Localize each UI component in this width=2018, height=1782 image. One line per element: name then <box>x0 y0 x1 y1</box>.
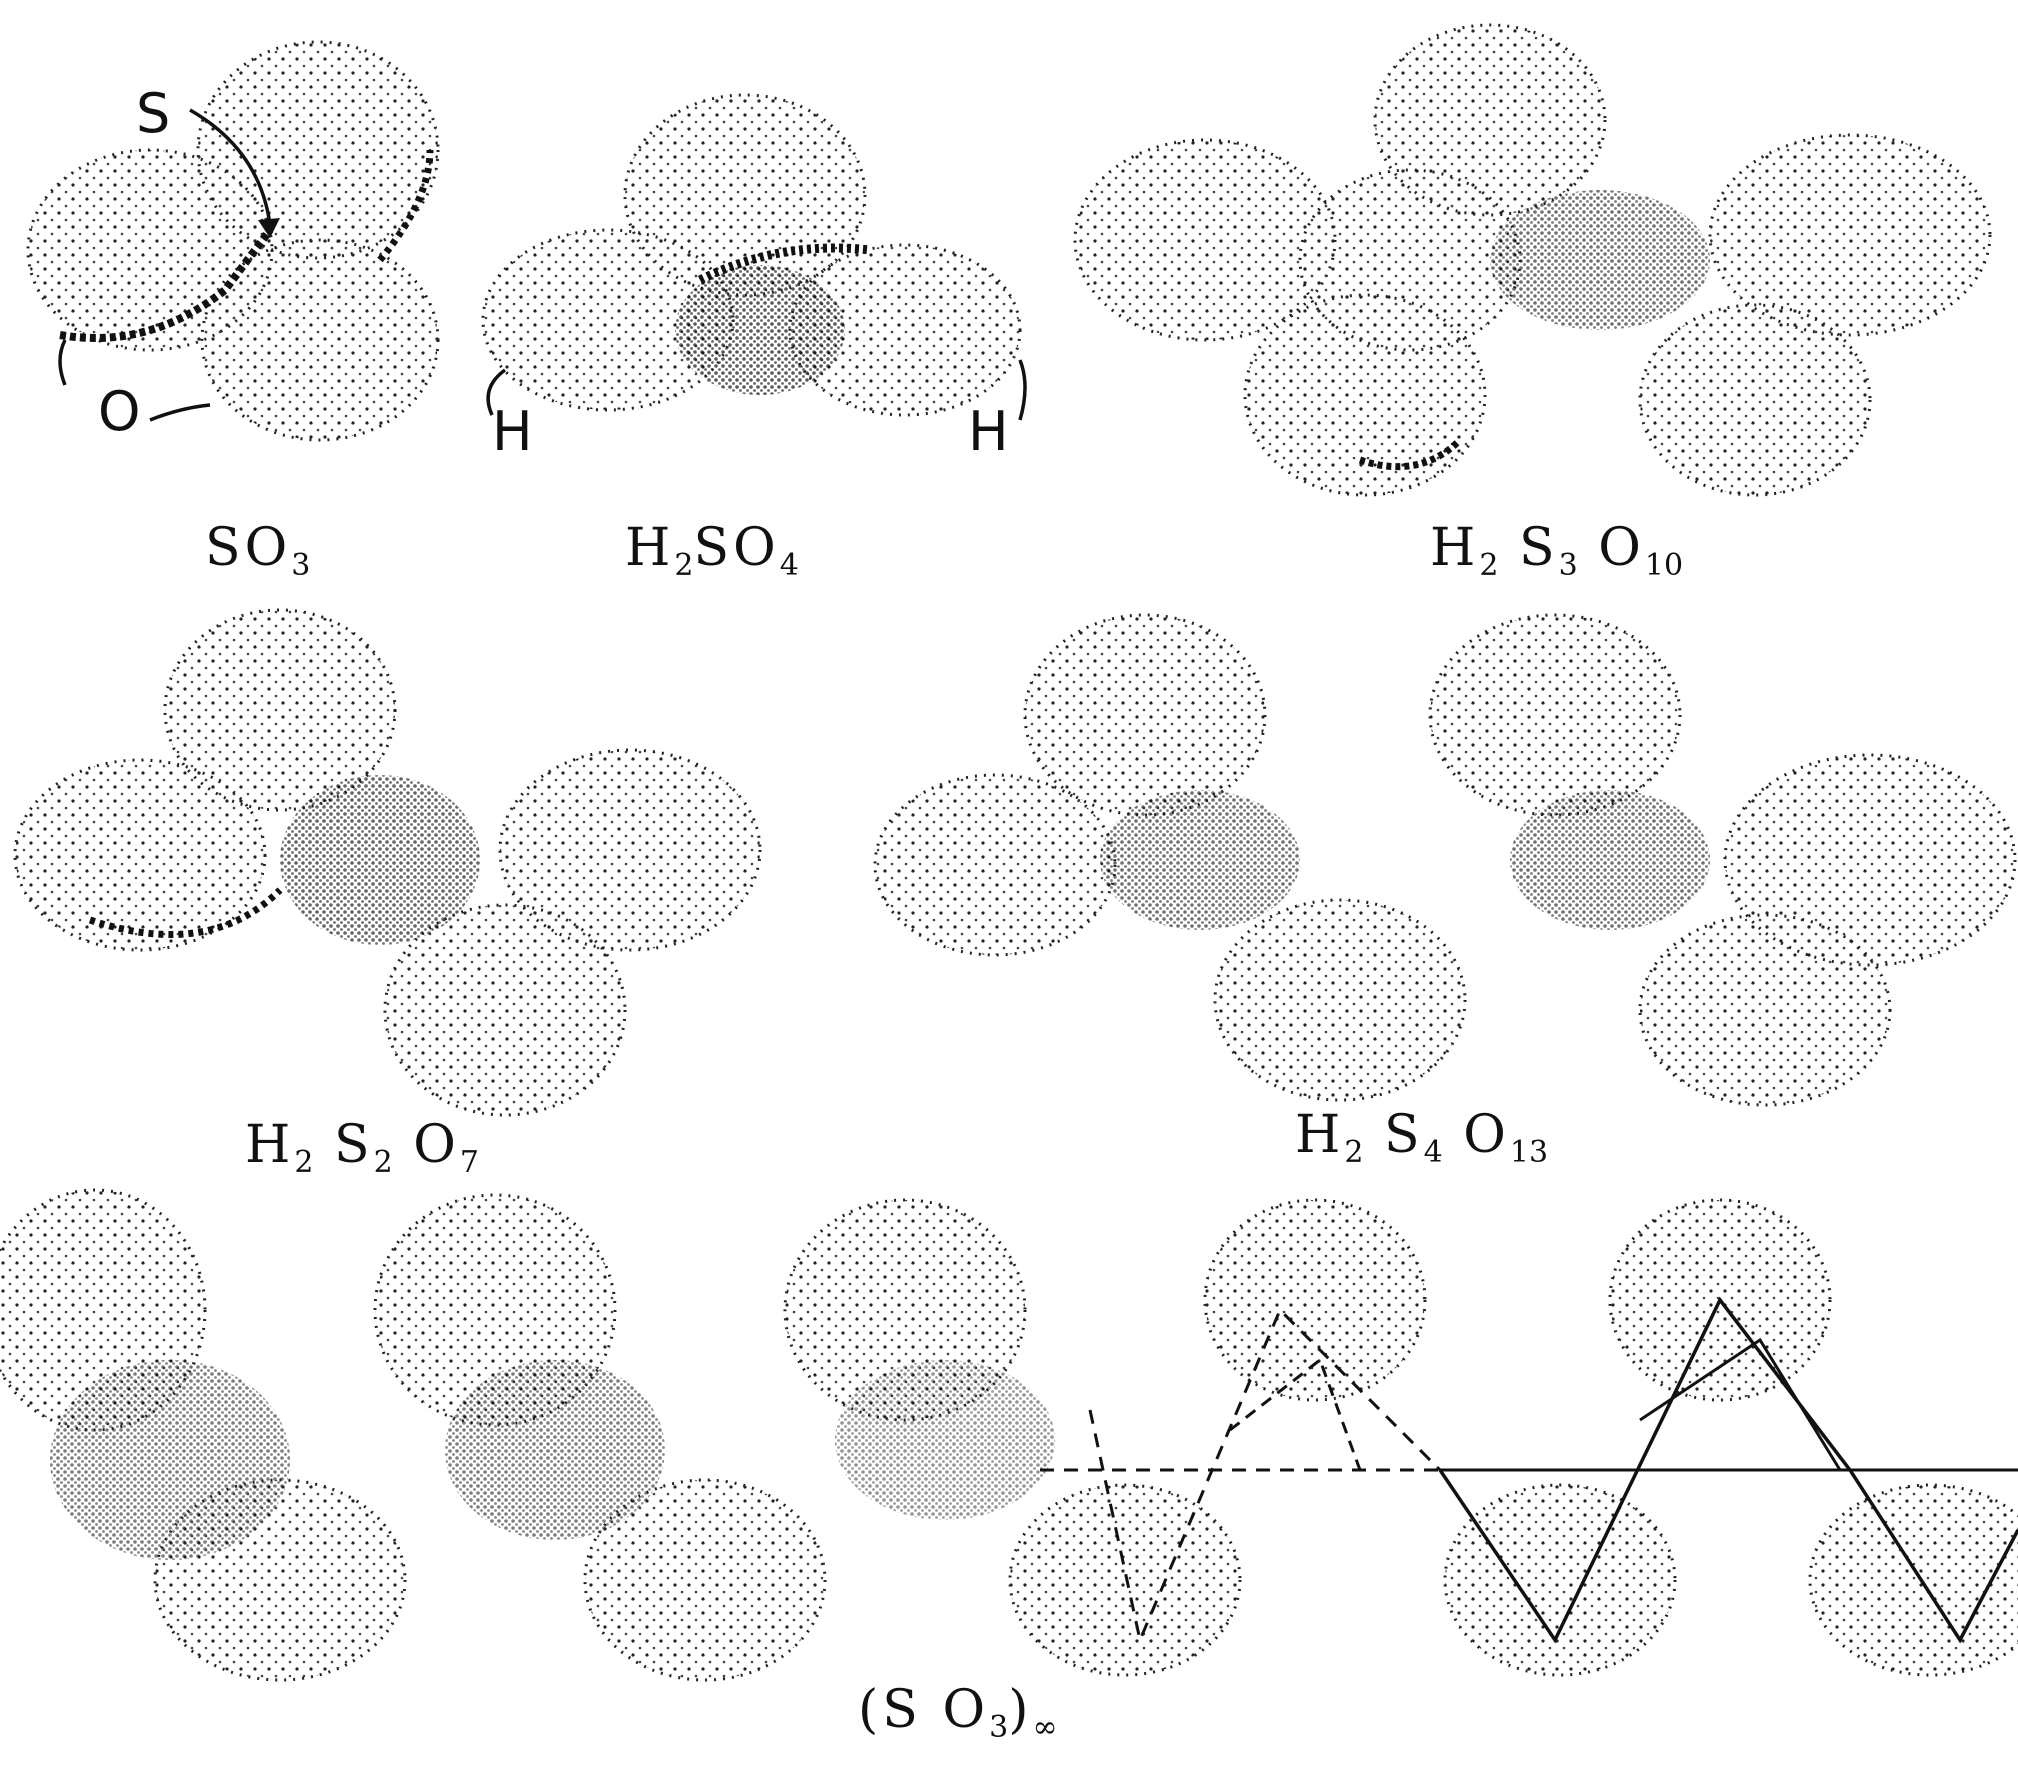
hydrogen-tag-right: H <box>968 400 1009 463</box>
hydrogen-arrow <box>486 368 507 416</box>
formula-h2s3o10: H2 S3 O10 <box>1430 518 1684 583</box>
formula-so3: SO3 <box>205 518 311 583</box>
sulfur-tag: S <box>136 82 171 145</box>
zigzag-dashed <box>1088 1307 1442 1645</box>
oxygen-arrow <box>58 339 67 386</box>
formula-h2s4o13: H2 S4 O13 <box>1295 1105 1549 1170</box>
sulfur-arrow <box>189 108 272 226</box>
formula-h2s2o7: H2 S2 O7 <box>245 1115 479 1180</box>
oxygen-atom <box>200 238 440 442</box>
so3-model <box>26 40 440 442</box>
oxygen-arrow <box>149 403 211 422</box>
formula-h2so4: H2SO4 <box>625 518 799 583</box>
h2s2o7-model <box>13 608 762 1117</box>
hydrogen-arrow <box>1018 359 1027 421</box>
h2s4o13-model <box>873 613 2017 1107</box>
zigzag-solid <box>1438 1296 2018 1644</box>
so3-polymer-model <box>0 1188 2018 1682</box>
h2s3o10-model <box>1073 23 1992 497</box>
h2so4-model <box>481 93 1027 421</box>
formula-so3-polymer: (S O3)∞ <box>858 1680 1058 1745</box>
hydrogen-tag-left: H <box>492 400 533 463</box>
oxygen-tag: O <box>98 380 141 443</box>
